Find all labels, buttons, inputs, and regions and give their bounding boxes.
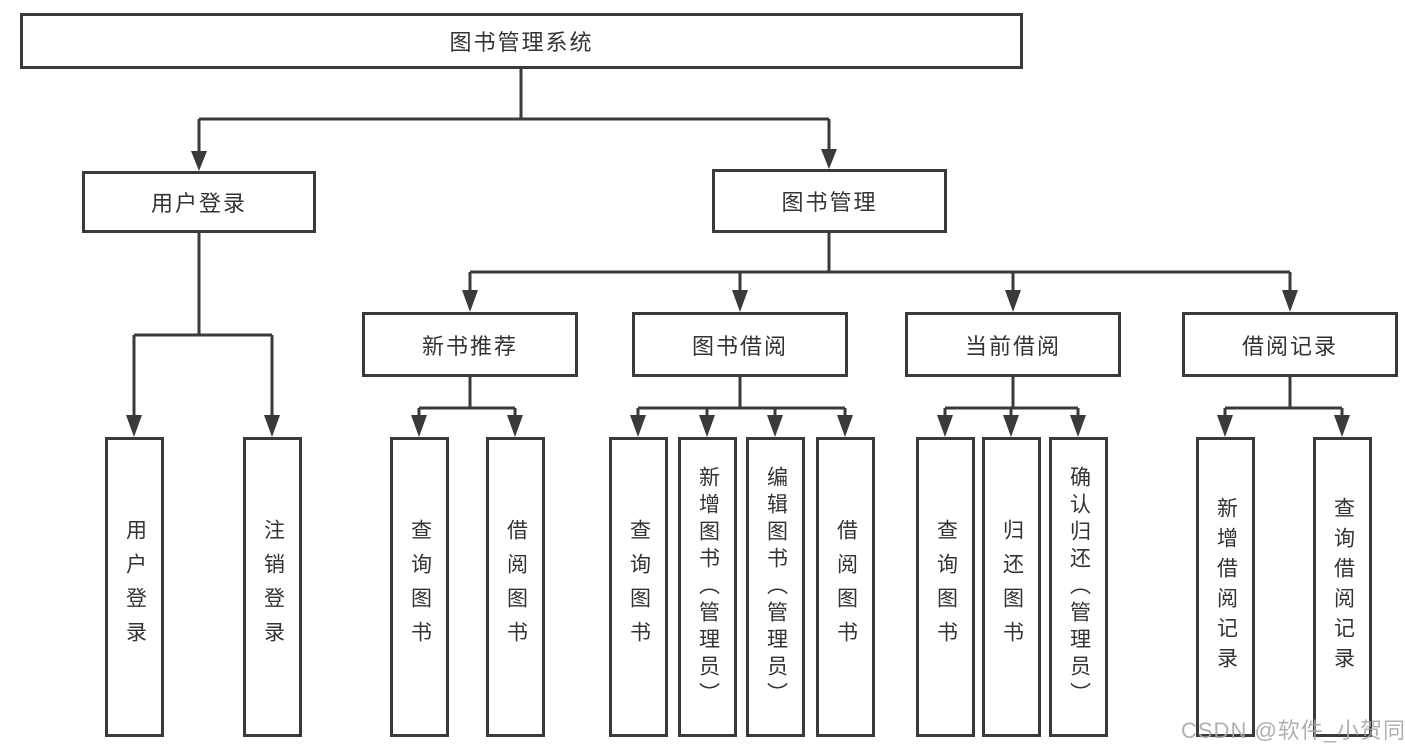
arrowheads-currentborrow-leaves	[937, 415, 1086, 437]
leaf-borrow-book: 借阅图书	[816, 437, 875, 737]
edge-bookmgmt-to-level3	[468, 233, 1292, 294]
leaf-user-login: 用户登录	[105, 437, 164, 737]
edge-root-to-level2	[197, 69, 831, 155]
node-book-borrow: 图书借阅	[632, 312, 848, 377]
leaf-borrow-book-label: 借阅图书	[834, 519, 858, 655]
leaf-return-book-label: 归还图书	[1000, 519, 1024, 655]
leaf-add-borrow-record: 新增借阅记录	[1196, 437, 1255, 737]
arrowheads-level3	[462, 290, 1298, 312]
leaf-logout-label: 注销登录	[261, 519, 285, 655]
edge-currentborrow-to-leaves	[943, 377, 1080, 419]
leaf-add-book-admin: 新增图书（管理员）	[678, 437, 737, 737]
leaf-borrow-query-book: 查询图书	[609, 437, 668, 737]
node-book-management-label: 图书管理	[781, 190, 878, 215]
node-user-login: 用户登录	[82, 171, 316, 233]
edge-bookborrow-to-leaves	[636, 377, 847, 419]
leaf-query-borrow-record: 查询借阅记录	[1313, 437, 1372, 737]
leaf-recommend-borrow-book-label: 借阅图书	[504, 519, 528, 655]
node-current-borrow: 当前借阅	[905, 312, 1121, 377]
leaf-add-book-admin-label: 新增图书（管理员）	[696, 465, 720, 709]
leaf-logout: 注销登录	[243, 437, 302, 737]
leaf-recommend-query-book: 查询图书	[390, 437, 449, 737]
node-current-borrow-label: 当前借阅	[964, 333, 1061, 359]
node-book-management: 图书管理	[712, 169, 947, 233]
leaf-edit-book-admin: 编辑图书（管理员）	[746, 437, 805, 737]
leaf-confirm-return-admin: 确认归还（管理员）	[1049, 437, 1108, 737]
node-book-borrow-label: 图书借阅	[691, 333, 788, 359]
edge-newbook-to-leaves	[417, 377, 517, 419]
leaf-borrow-query-book-label: 查询图书	[627, 519, 651, 655]
node-root: 图书管理系统	[20, 13, 1023, 69]
arrowheads-borrowrecord-leaves	[1217, 415, 1350, 437]
edge-userlogin-to-leaves	[132, 233, 274, 419]
leaf-return-book: 归还图书	[982, 437, 1041, 737]
arrowheads-bookborrow-leaves	[630, 415, 853, 437]
arrowheads-level2	[191, 149, 837, 171]
arrowheads-newbook-leaves	[411, 415, 523, 437]
leaf-query-borrow-record-label: 查询借阅记录	[1331, 497, 1355, 677]
leaf-edit-book-admin-label: 编辑图书（管理员）	[764, 465, 788, 709]
node-new-book-recommend: 新书推荐	[362, 312, 578, 377]
arrowheads-userlogin-leaves	[126, 415, 280, 437]
leaf-recommend-query-book-label: 查询图书	[408, 519, 432, 655]
leaf-add-borrow-record-label: 新增借阅记录	[1214, 497, 1238, 677]
node-borrow-record: 借阅记录	[1182, 312, 1398, 377]
node-user-login-label: 用户登录	[150, 191, 247, 216]
leaf-recommend-borrow-book: 借阅图书	[486, 437, 545, 737]
leaf-current-query-book-label: 查询图书	[934, 519, 958, 655]
node-new-book-recommend-label: 新书推荐	[421, 333, 518, 359]
leaf-confirm-return-admin-label: 确认归还（管理员）	[1067, 465, 1091, 709]
leaf-user-login-label: 用户登录	[123, 519, 147, 655]
node-root-label: 图书管理系统	[449, 30, 594, 55]
node-borrow-record-label: 借阅记录	[1241, 333, 1338, 359]
leaf-current-query-book: 查询图书	[916, 437, 975, 737]
edge-borrowrecord-to-leaves	[1223, 377, 1344, 419]
